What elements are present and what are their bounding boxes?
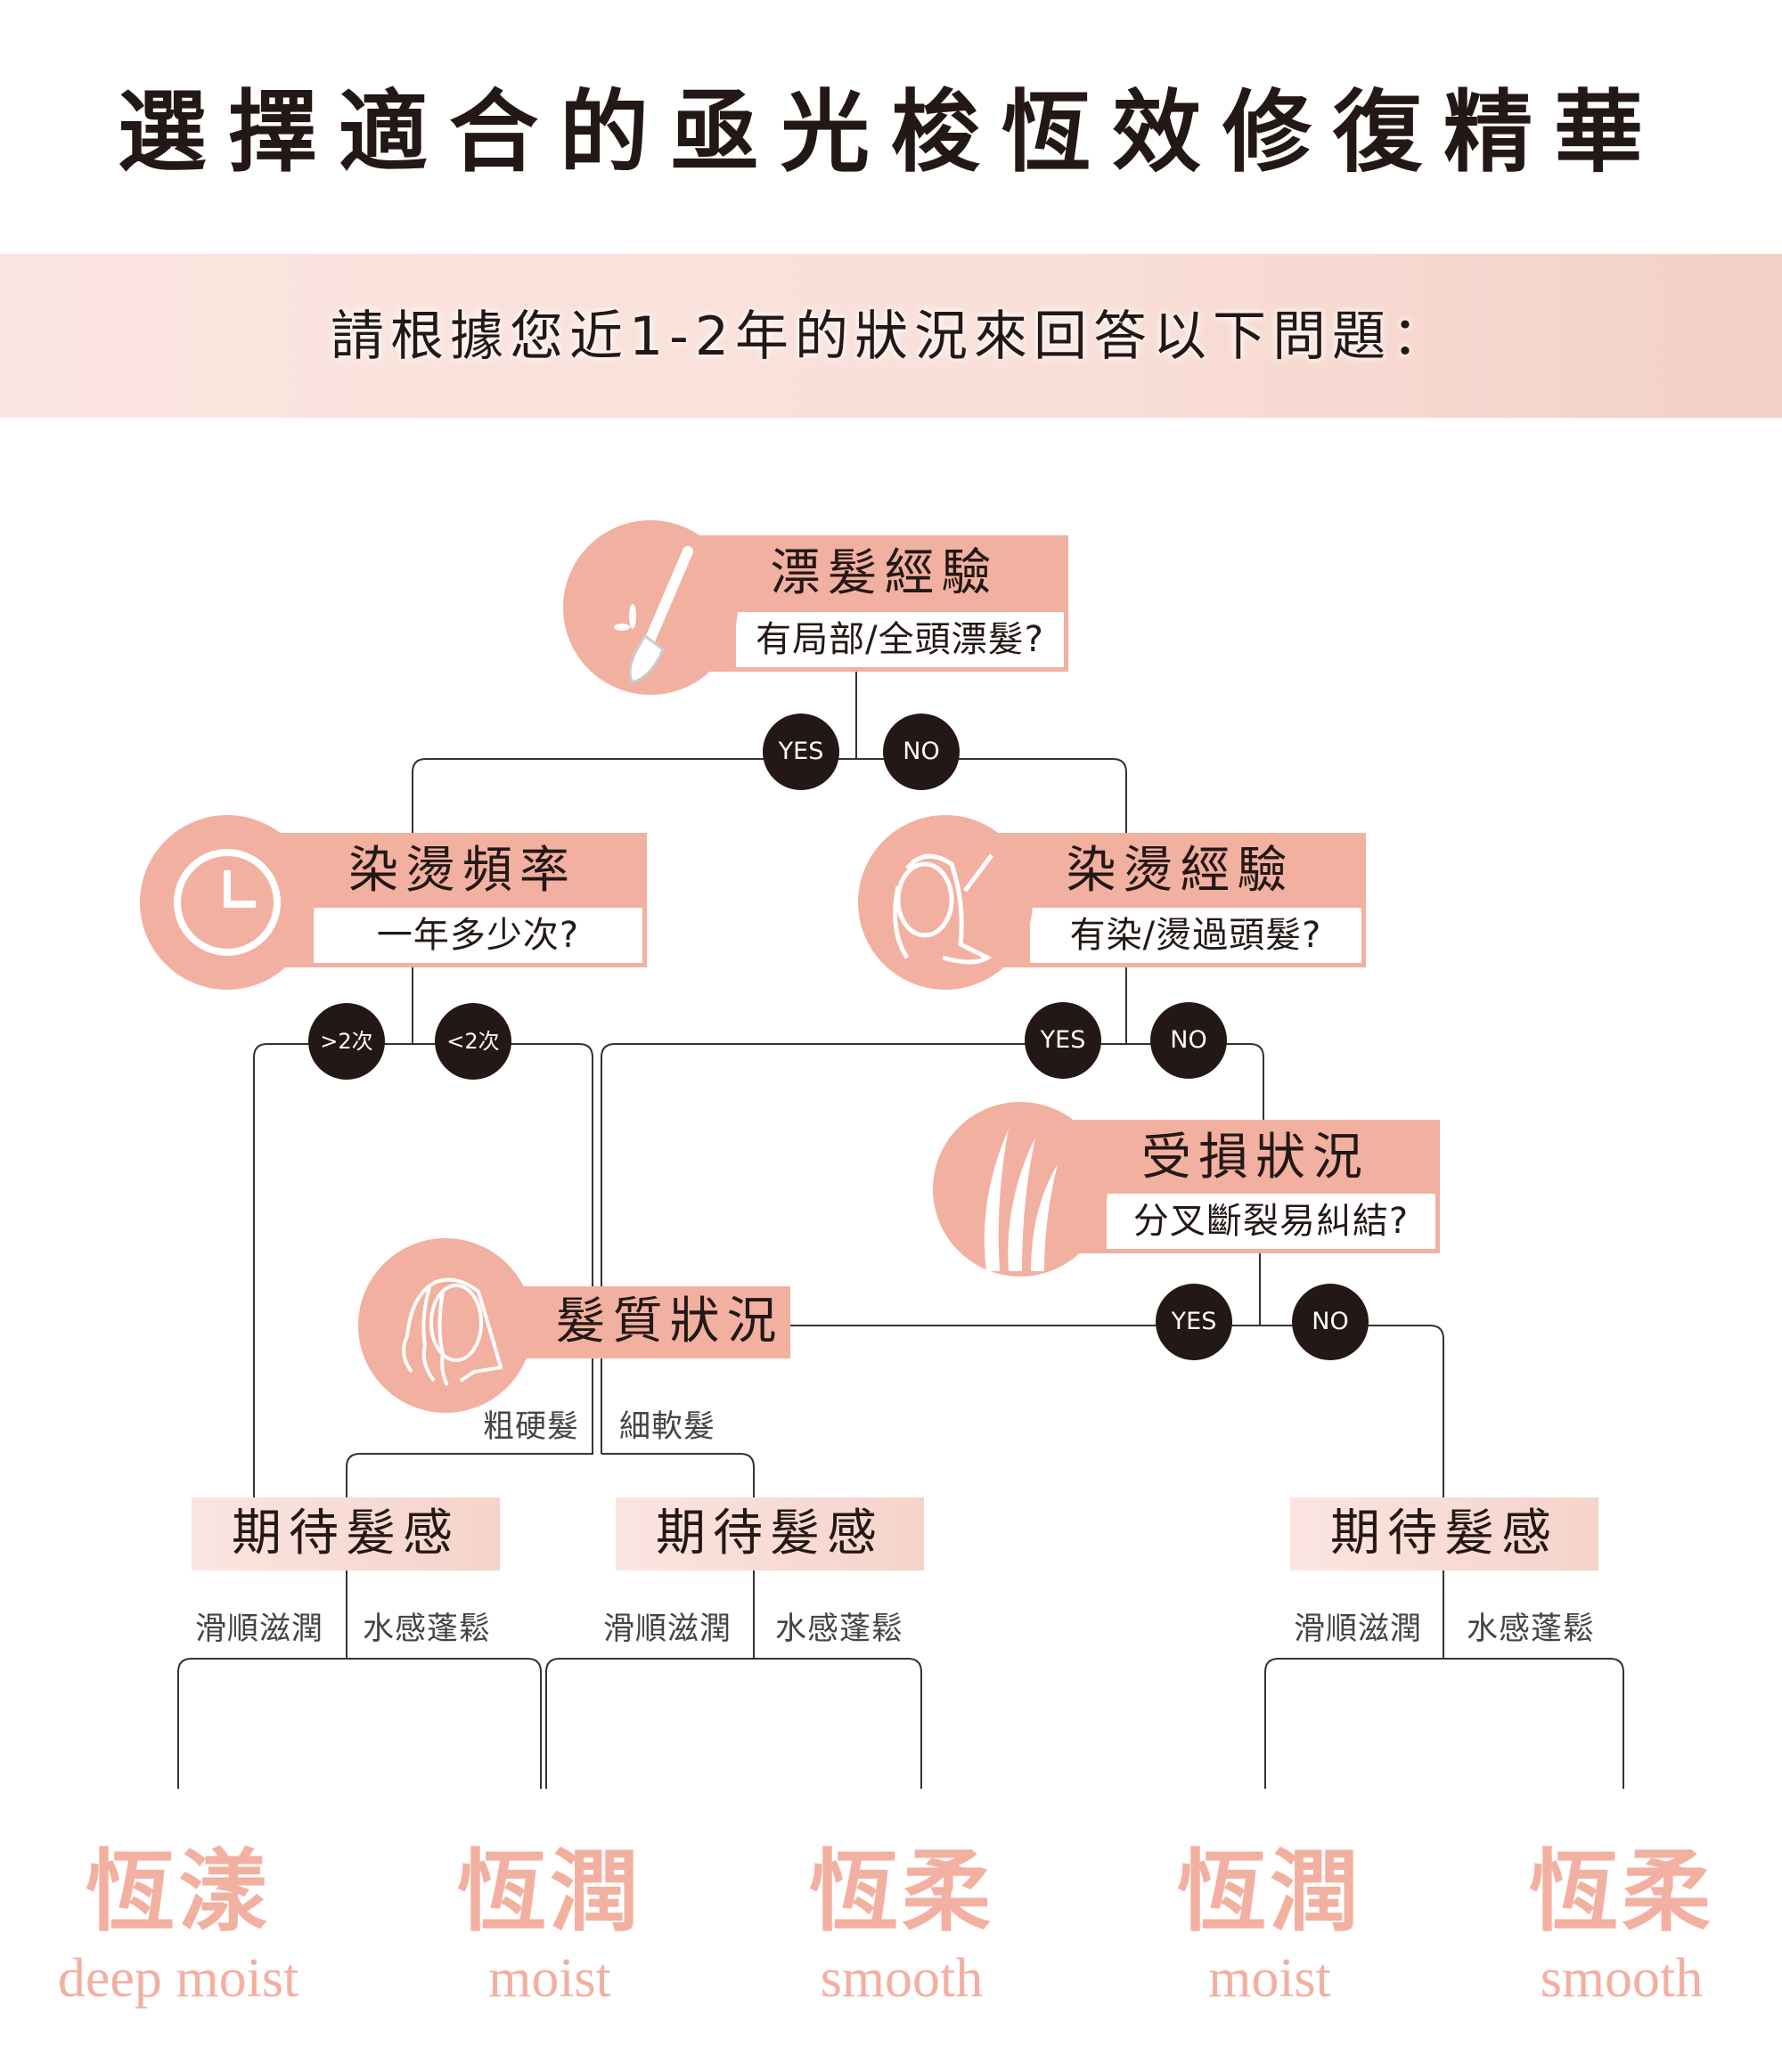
connector [545,1658,922,1789]
result-subtitle: moist [488,1948,611,2009]
node-title: 髮質狀況 [555,1293,784,1350]
question-node-dye-experience: 染燙經驗 有染/燙過頭髮? [994,833,1366,967]
smooth-moist-label: 滑順滋潤 [1293,1611,1423,1647]
result-subtitle: moist [1208,1948,1331,2009]
result-subtitle: smooth [820,1948,984,2009]
node-title: 染燙經驗 [1066,842,1295,900]
result-name: 恆柔 [1529,1839,1714,1944]
airy-volume-label: 水感蓬鬆 [774,1611,904,1647]
smooth-moist-label: 滑順滋潤 [602,1611,732,1647]
yes-badge: YES [1025,1002,1101,1079]
hair-dye-icon [858,815,1033,990]
brush-icon [563,520,738,695]
question-node-bleach: 漂髮經驗 有局部/全頭漂髮? [700,535,1068,672]
hair-strands-icon [933,1102,1108,1277]
node-title: 染燙頻率 [348,842,576,900]
instruction-text: 請根據您近1-2年的狀況來回答以下問題： [331,306,1451,368]
no-badge: NO [1292,1284,1369,1360]
more-than-2-badge: >2次 [308,1003,385,1080]
node-title: 漂髮經驗 [770,544,999,602]
node-title: 受損狀況 [1141,1129,1369,1187]
no-badge: NO [883,714,960,790]
result-name: 恆潤 [457,1839,642,1944]
coarse-hair-label: 粗硬髮 [482,1409,580,1445]
connector [1264,1658,1624,1789]
instruction-banner: 請根據您近1-2年的狀況來回答以下問題： [0,254,1782,418]
question-node-damage: 受損狀況 分叉斷裂易糾結? [1071,1120,1440,1253]
expect-box-2: 期待髮感 [616,1497,924,1570]
page-title: 選擇適合的亟光梭恆效修復精華 [118,79,1664,184]
no-badge: NO [1150,1002,1227,1079]
node-question: 有局部/全頭漂髮? [736,612,1064,667]
result-subtitle: deep moist [57,1948,299,2009]
connector [601,1043,1264,1454]
result-name: 恆柔 [809,1839,994,1944]
connector [253,1043,593,1497]
clock-icon [140,815,315,990]
node-question: 有染/燙過頭髮? [1030,908,1361,963]
result-name: 恆潤 [1177,1839,1362,1944]
connector [177,1658,542,1789]
connector [346,1570,1444,1659]
question-node-dye-frequency: 染燙頻率 一年多少次? [278,833,647,967]
node-question: 分叉斷裂易糾結? [1107,1194,1435,1249]
result-subtitle: smooth [1540,1948,1704,2009]
connector [790,1325,1444,1497]
node-question: 一年多少次? [314,908,642,963]
less-than-2-badge: <2次 [435,1003,511,1080]
airy-volume-label: 水感蓬鬆 [1466,1611,1596,1647]
expect-box-1: 期待髮感 [192,1497,500,1570]
smooth-moist-label: 滑順滋潤 [194,1611,324,1647]
connector [601,1453,755,1497]
curly-hair-icon [358,1238,533,1413]
yes-badge: YES [763,714,839,790]
question-node-texture: 髮質狀況 [495,1286,790,1358]
airy-volume-label: 水感蓬鬆 [362,1611,492,1647]
yes-badge: YES [1156,1284,1232,1360]
result-name: 恆漾 [86,1839,271,1944]
fine-hair-label: 細軟髮 [618,1409,716,1445]
expect-box-3: 期待髮感 [1290,1497,1598,1570]
